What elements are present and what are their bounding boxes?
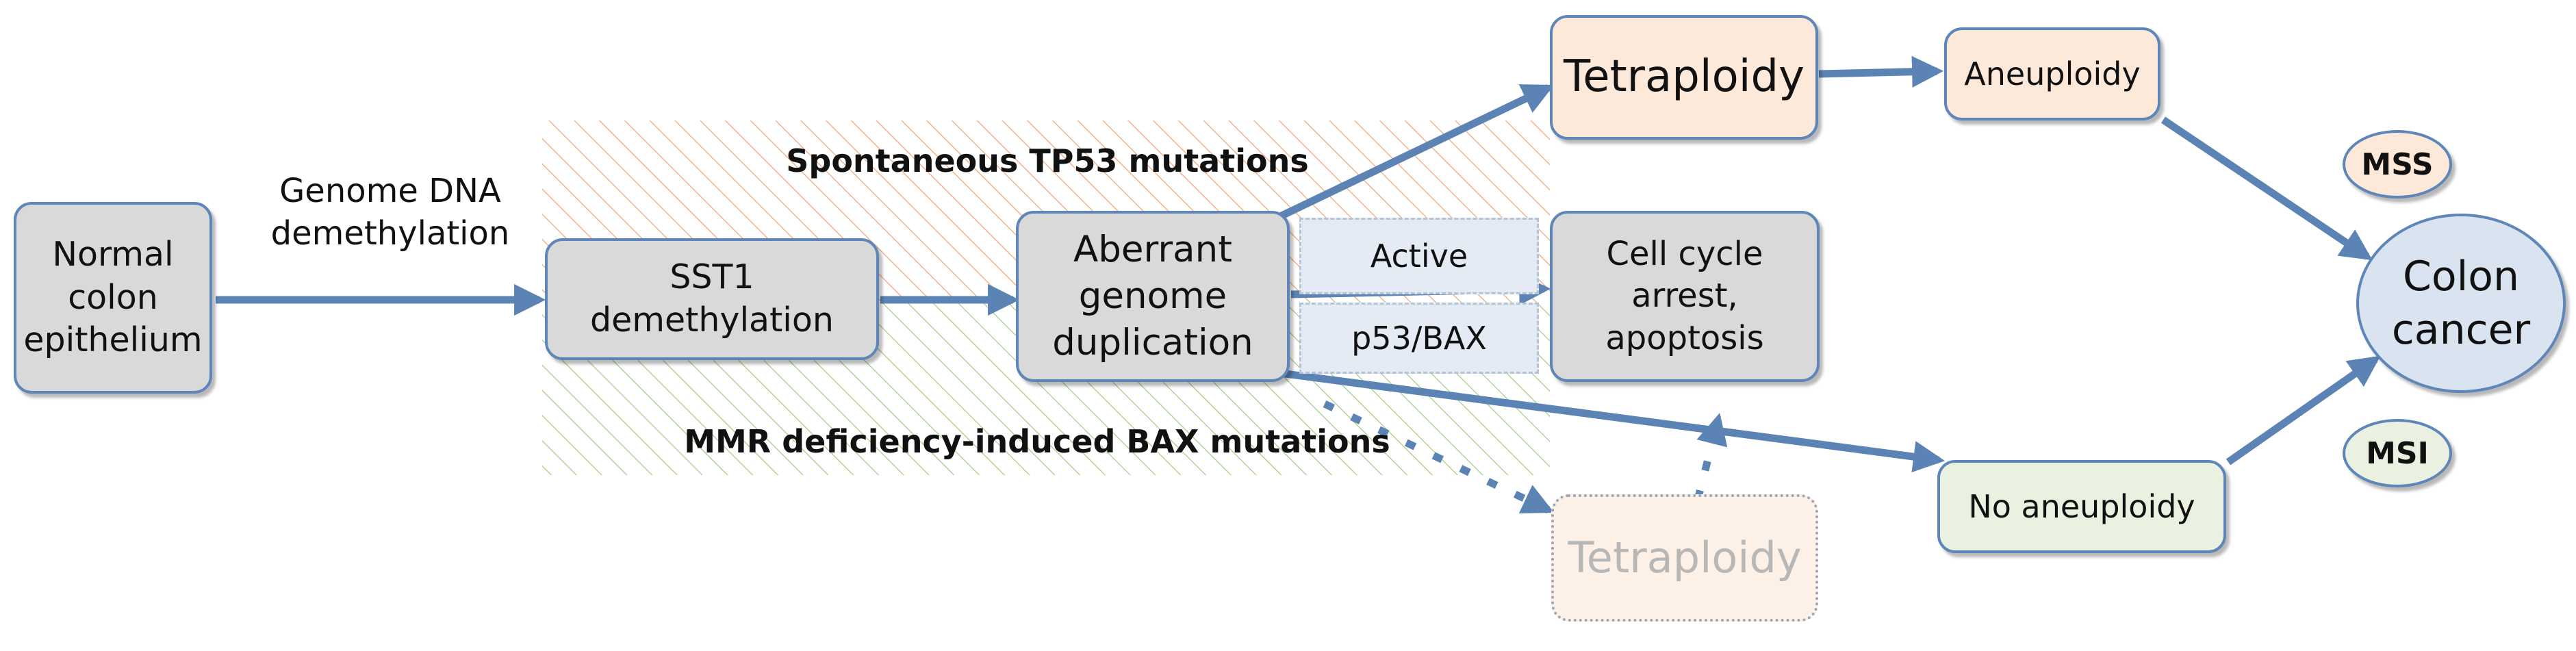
no-aneuploidy-box: No aneuploidy bbox=[1937, 460, 2226, 553]
active-label: Active bbox=[1370, 238, 1468, 275]
arrow-aberrant-to-no-aneuploidy bbox=[1279, 369, 1946, 473]
aneuploidy-box: Aneuploidy bbox=[1944, 27, 2160, 120]
cell-cycle-arrest-apoptosis-box: Cell cycle arrest, apoptosis bbox=[1550, 211, 1820, 382]
mss-badge: MSS bbox=[2343, 130, 2452, 199]
tetraploidy-box: Tetraploidy bbox=[1550, 15, 1818, 140]
arrow-tetraploidy-to-aneuploidy bbox=[1818, 55, 1944, 88]
mmr-bax-label: MMR deficiency-induced BAX mutations bbox=[684, 423, 1390, 460]
dotted-arrow-ghost-tetraploidy-to-no-aneuploidy bbox=[1694, 413, 1728, 501]
p53-bax-box-top: Active bbox=[1299, 218, 1539, 294]
arrow-aberrant-to-tetraploidy bbox=[1273, 84, 1555, 222]
p53-bax-label: p53/BAX bbox=[1351, 320, 1487, 357]
p53-bax-box-bottom: p53/BAX bbox=[1299, 303, 1539, 374]
aberrant-genome-duplication-box: Aberrant genome duplication bbox=[1016, 211, 1290, 382]
msi-badge: MSI bbox=[2343, 419, 2452, 487]
arrow-aneuploidy-to-cancer bbox=[2160, 116, 2373, 261]
spontaneous-tp53-label: Spontaneous TP53 mutations bbox=[786, 142, 1309, 179]
normal-colon-epithelium-box: Normal colon epithelium bbox=[14, 202, 212, 394]
dotted-arrow-aberrant-to-ghost-tetraploidy bbox=[1323, 400, 1555, 514]
sst1-demethylation-box: SST1 demethylation bbox=[545, 238, 879, 360]
arrow-no-aneuploidy-to-cancer bbox=[2226, 355, 2381, 465]
genome-dna-demethylation-label: Genome DNA demethylation bbox=[270, 172, 510, 253]
colon-cancer-oval: Colon cancer bbox=[2356, 214, 2566, 393]
tetraploidy-ghost-box: Tetraploidy bbox=[1551, 494, 1818, 622]
